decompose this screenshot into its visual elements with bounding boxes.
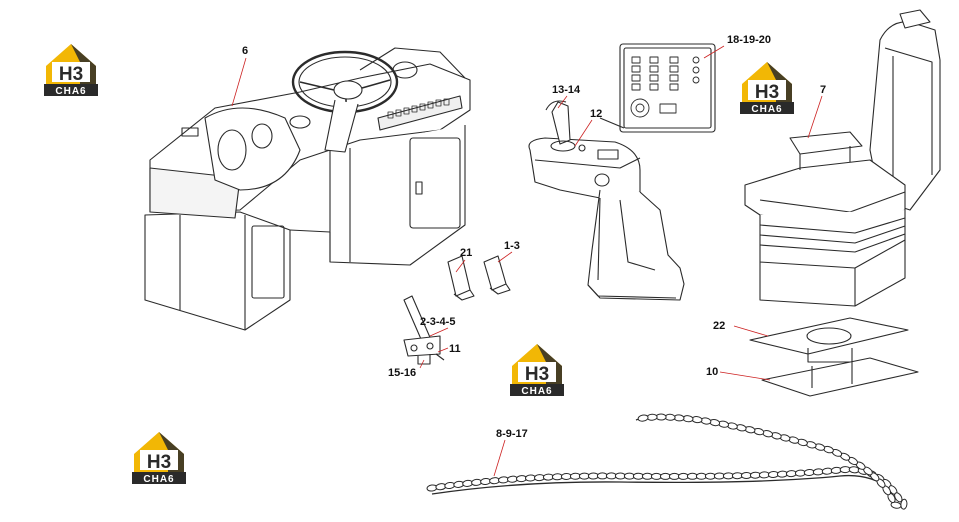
joystick-control-box (528, 100, 685, 301)
callout-1-3: 1-3 (504, 240, 520, 252)
callout-2-3-4-5: 2-3-4-5 (420, 316, 456, 328)
pedal-brackets (447, 255, 511, 301)
callout-6: 6 (242, 45, 249, 57)
svg-text:H3: H3 (59, 64, 83, 85)
chain-link (637, 414, 649, 422)
callout-12: 12 (590, 108, 603, 120)
svg-text:CHA6: CHA6 (143, 474, 174, 485)
callout-22: 22 (713, 320, 726, 332)
throttle-pedal (403, 295, 445, 365)
callout-8-9-17: 8-9-17 (496, 428, 528, 440)
callout-7: 7 (820, 84, 827, 96)
svg-text:CHA6: CHA6 (521, 386, 552, 397)
chain-link (894, 492, 903, 503)
chain-link (900, 498, 908, 510)
callout-10: 10 (706, 366, 719, 378)
dashboard-console (144, 47, 471, 331)
operator-seat (744, 9, 941, 307)
svg-text:CHA6: CHA6 (55, 86, 86, 97)
callout-21: 21 (460, 247, 473, 259)
callout-15-16: 15-16 (388, 367, 417, 379)
svg-text:H3: H3 (147, 452, 171, 473)
switch-panel-detail (599, 43, 716, 133)
callout-11: 11 (449, 343, 461, 355)
chain-link (890, 501, 902, 509)
svg-text:H3: H3 (525, 364, 549, 385)
svg-text:H3: H3 (755, 82, 779, 103)
chain-links (426, 413, 908, 510)
callout-18-19-20: 18-19-20 (727, 34, 772, 46)
seat-mount-plates (749, 317, 919, 397)
leader-lines (231, 45, 823, 477)
callout-13-14: 13-14 (552, 84, 581, 96)
svg-text:CHA6: CHA6 (751, 104, 782, 115)
